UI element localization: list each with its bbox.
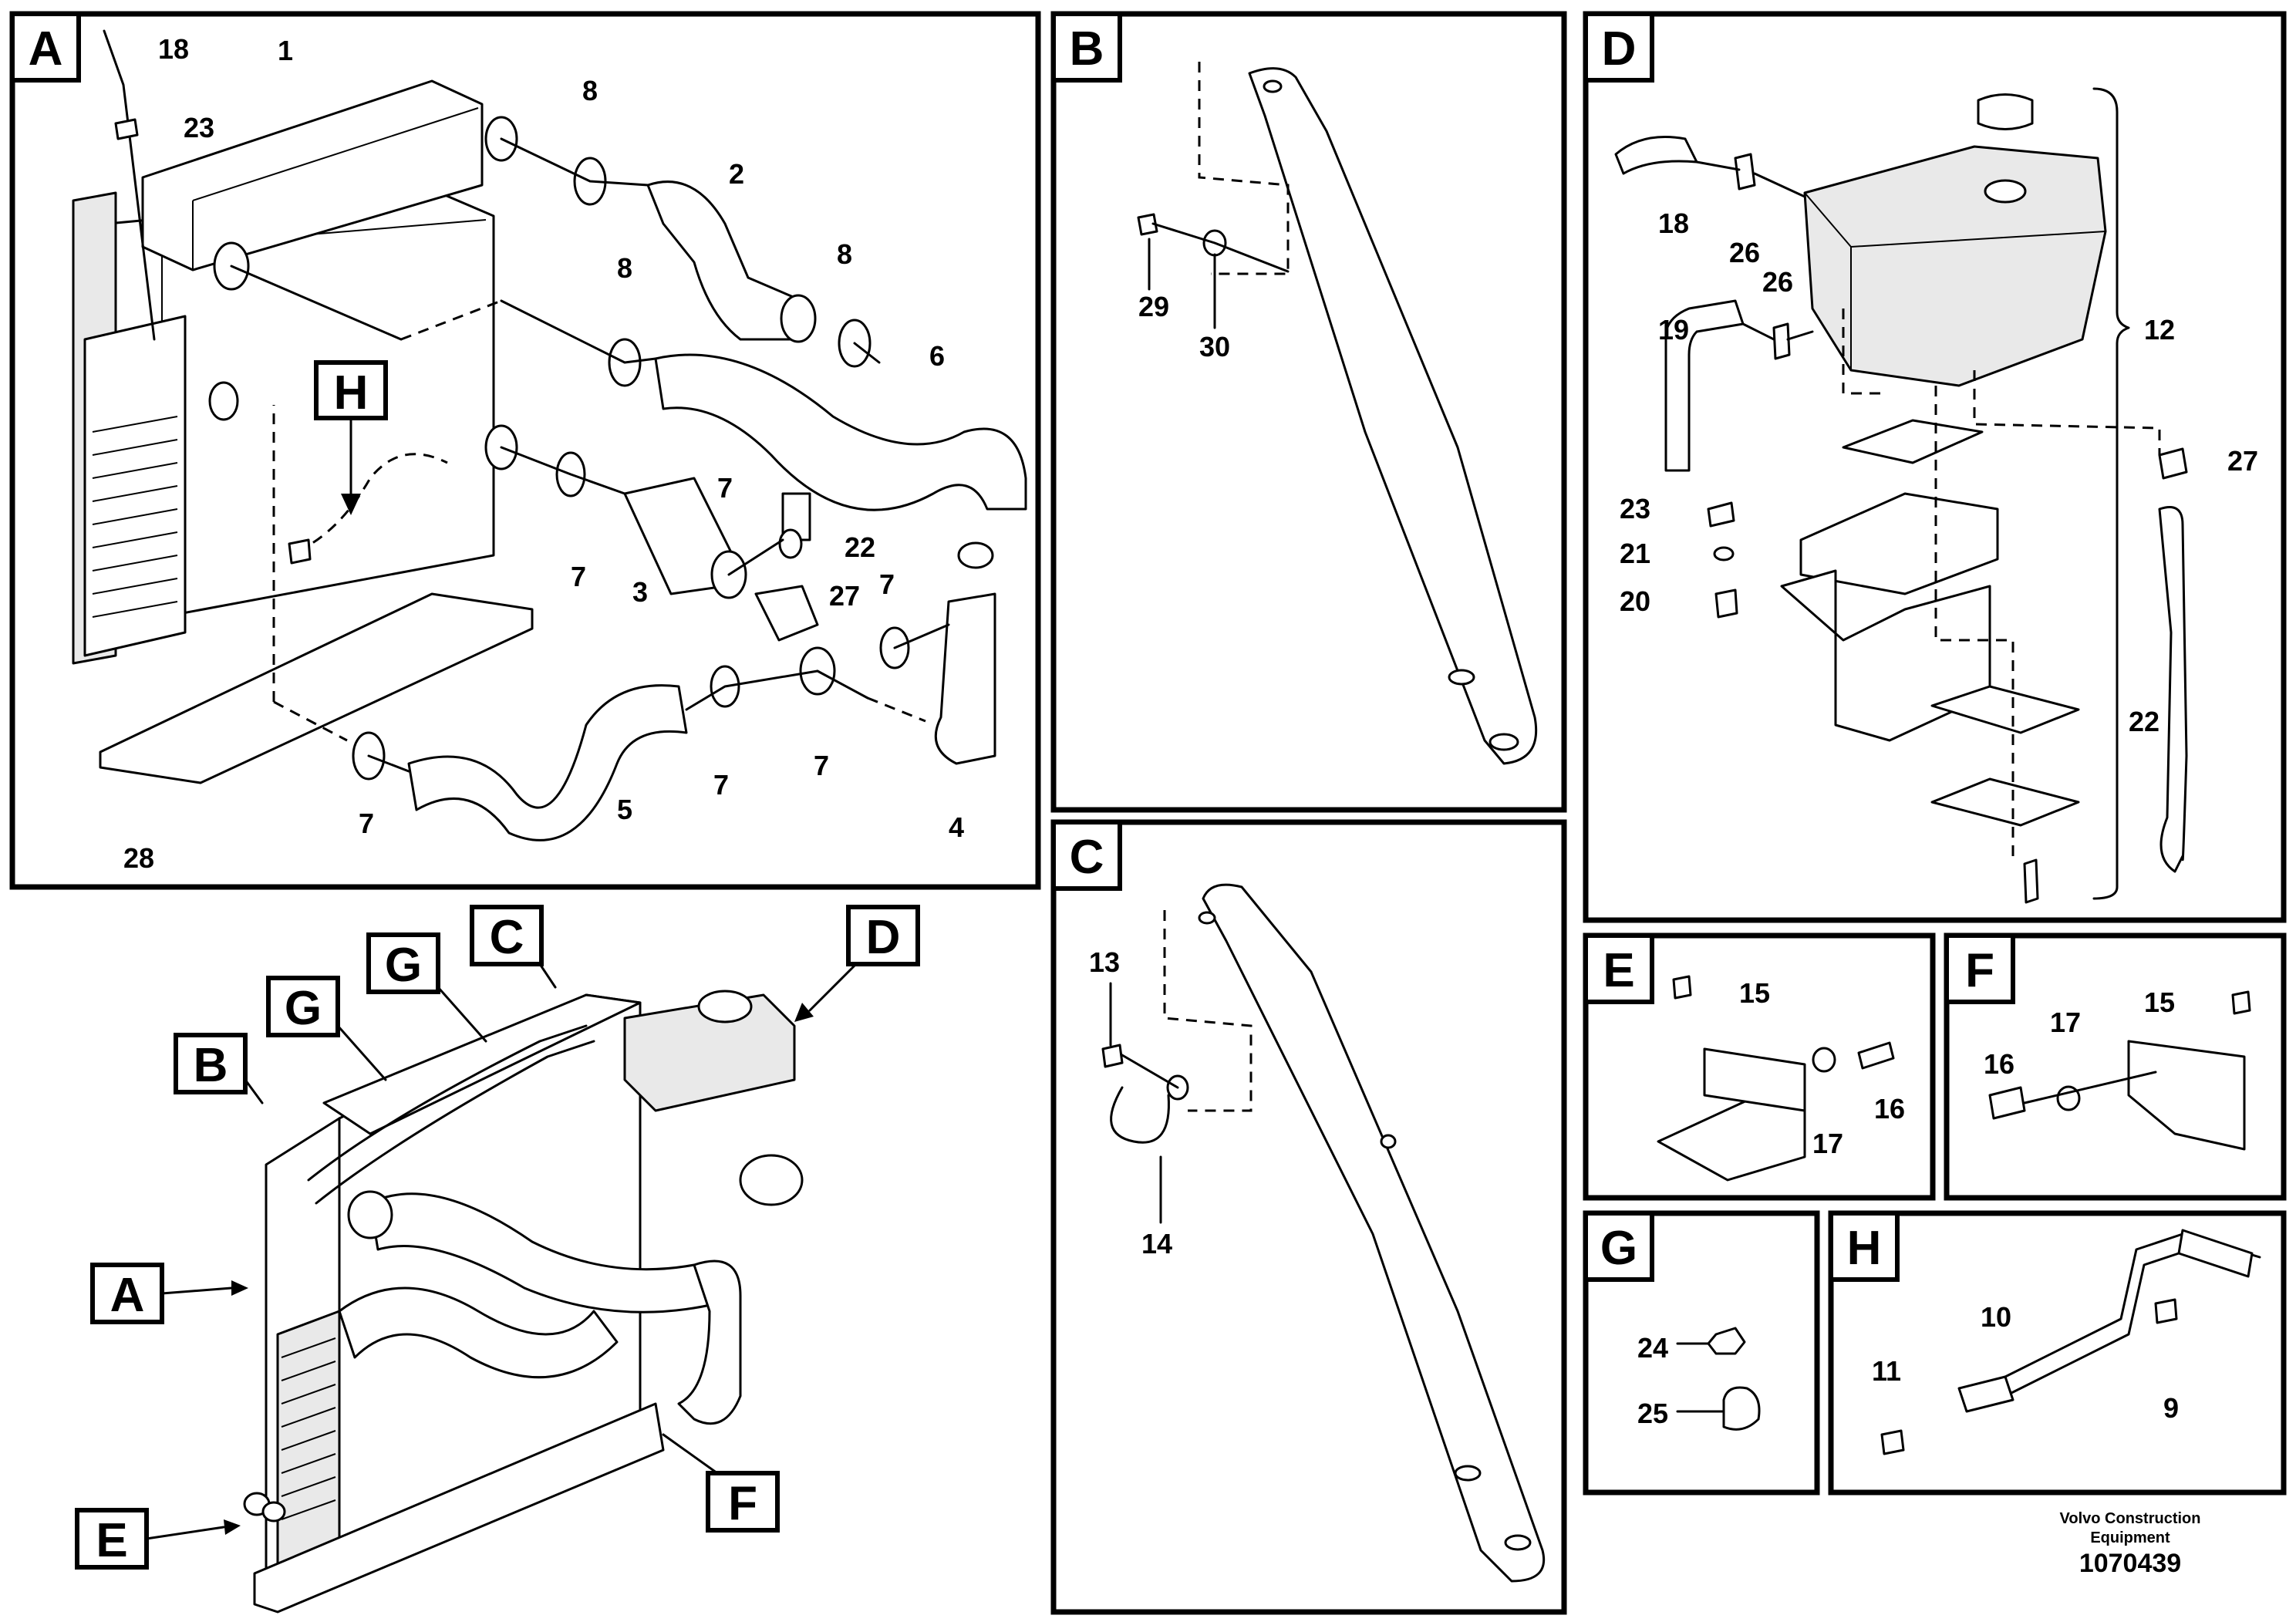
part-number: 20 [1620,585,1650,617]
panel-label-d-text: D [1602,22,1637,76]
panel-label-h-text: H [1847,1222,1882,1275]
part-number: 15 [2144,986,2175,1018]
part-number: 27 [2227,445,2258,477]
part-number: 17 [2050,1007,2081,1038]
panel-label-b: B [1051,12,1122,83]
part-number: 22 [845,531,875,563]
drawing-number: 1070439 [2079,1549,2181,1578]
part-number: 17 [1812,1128,1843,1159]
part-number: 26 [1762,266,1793,298]
panel-label-f-text: F [1965,944,1994,997]
panel-e-drawing: 15 17 16 [1657,975,1905,1182]
part-number: 23 [184,112,214,143]
part-number: 29 [1138,291,1169,322]
company-name-line1: Volvo Construction [2060,1510,2201,1527]
part-number: 8 [837,238,852,270]
part-number: 26 [1729,237,1760,268]
part-number: 15 [1739,977,1770,1009]
panel-h-frame [1828,1210,2287,1496]
part-number: 7 [571,561,586,592]
panel-h-drawing: 10 11 9 [1872,1229,2261,1455]
part-number: 11 [1872,1355,1901,1387]
part-number: 4 [949,811,964,843]
part-number: 3 [632,576,648,608]
panel-b-frame [1050,11,1567,813]
part-number: 9 [2163,1392,2179,1424]
company-name-line2: Equipment [2090,1529,2170,1546]
part-number: 8 [617,252,632,284]
part-number: 16 [1984,1048,2014,1080]
panel-a-frame [9,11,1041,890]
overview-assembly [243,990,804,1614]
part-number: 28 [123,842,154,874]
part-number: 13 [1089,946,1120,978]
panel-label-a: A [10,12,81,83]
callout-g-1: G [285,982,322,1035]
part-number: 2 [729,158,744,190]
part-number: 23 [1620,493,1650,524]
panel-d-drawing [1614,87,2188,904]
footer: Volvo Construction Equipment 1070439 [2060,1510,2201,1578]
callout-b: B [194,1039,228,1092]
panel-label-g: G [1583,1211,1654,1282]
part-number: 6 [929,340,945,372]
panel-g-drawing: 24 25 [1637,1327,1761,1431]
part-number: 8 [582,75,598,106]
panel-b-drawing: 29 30 [1137,62,1538,765]
part-number: 12 [2144,314,2175,346]
part-number: 16 [1874,1093,1905,1125]
part-number: 5 [617,794,632,825]
panel-label-b-text: B [1070,22,1104,76]
callout-a: A [110,1269,145,1322]
panel-g-frame [1583,1210,1820,1496]
panel-c-drawing: 13 14 [1089,883,1545,1583]
part-number: 18 [158,33,189,65]
panel-label-e: E [1583,933,1654,1004]
panel-d-frame [1583,11,2287,923]
part-number: 21 [1620,538,1650,569]
panel-label-d: D [1583,12,1654,83]
callout-d: D [866,911,901,964]
part-number: 27 [829,580,860,612]
callout-f: F [728,1477,757,1530]
panel-label-c-text: C [1070,831,1104,884]
part-number: 19 [1658,314,1689,346]
part-number: 7 [717,472,733,504]
panel-f-frame [1944,932,2287,1201]
part-number: 7 [359,808,374,839]
panel-label-g-text: G [1600,1222,1637,1275]
part-number: 14 [1141,1228,1172,1259]
part-number: 10 [1981,1301,2011,1333]
part-number: 30 [1199,331,1230,363]
callout-g-2: G [385,939,422,992]
panel-label-a-text: A [29,22,63,76]
panel-a-drawing: H [72,29,1027,841]
panel-f-drawing: 15 17 16 [1984,986,2251,1151]
part-number: 22 [2129,706,2159,737]
callout-c: C [490,911,524,964]
panel-label-e-text: E [1603,944,1634,997]
panel-label-c: C [1051,820,1122,891]
panel-c-frame [1050,819,1567,1615]
callout-e: E [96,1514,127,1567]
panel-d-numbers: 18 26 26 19 23 21 20 12 27 22 [1620,207,2258,737]
part-number: 24 [1637,1332,1668,1364]
panel-a-h-callout: H [334,366,369,420]
panel-e-frame [1583,932,1936,1201]
panel-label-f: F [1944,933,2015,1004]
part-number: 25 [1637,1398,1668,1429]
part-number: 1 [278,35,293,66]
part-number: 7 [879,568,895,600]
part-number: 18 [1658,207,1689,239]
panel-label-h: H [1829,1211,1900,1282]
panel-a-numbers: 18 1 23 8 2 8 8 6 7 7 3 22 27 7 7 7 5 7 … [123,33,964,874]
part-number: 7 [814,750,829,781]
part-number: 7 [713,769,729,801]
overview-callouts: A B C D E F G G [75,905,920,1570]
